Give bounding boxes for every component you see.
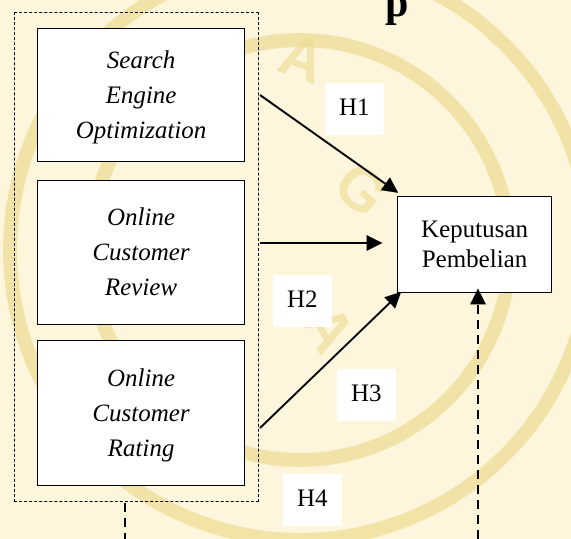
box-line: Rating [107, 434, 175, 462]
arrow-h1 [259, 94, 399, 193]
box-online-customer-rating: Online Customer Rating [37, 340, 245, 486]
independent-variables-group [14, 12, 259, 502]
box-line: Customer [92, 399, 190, 427]
arrow-h3 [259, 291, 402, 429]
box-keputusan-pembelian: Keputusan Pembelian [397, 196, 552, 293]
box-line: Optimization [75, 116, 207, 144]
box-line: Online [106, 364, 176, 392]
box-line: Engine [105, 81, 177, 109]
label-h1: H1 [325, 83, 384, 135]
box-line: Search [106, 46, 176, 74]
target-line: Keputusan [421, 215, 528, 243]
box-line: Online [106, 204, 176, 231]
box-online-customer-review: Online Customer Review [37, 180, 245, 325]
box-line: Review [104, 274, 178, 301]
box-line: Customer [92, 239, 190, 266]
label-h2: H2 [273, 275, 332, 327]
label-h4: H4 [283, 474, 342, 526]
title-fragment: p [385, 0, 409, 26]
label-h3: H3 [337, 369, 396, 421]
target-line: Pembelian [421, 245, 528, 273]
box-search-engine-optimization: Search Engine Optimization [37, 28, 245, 162]
